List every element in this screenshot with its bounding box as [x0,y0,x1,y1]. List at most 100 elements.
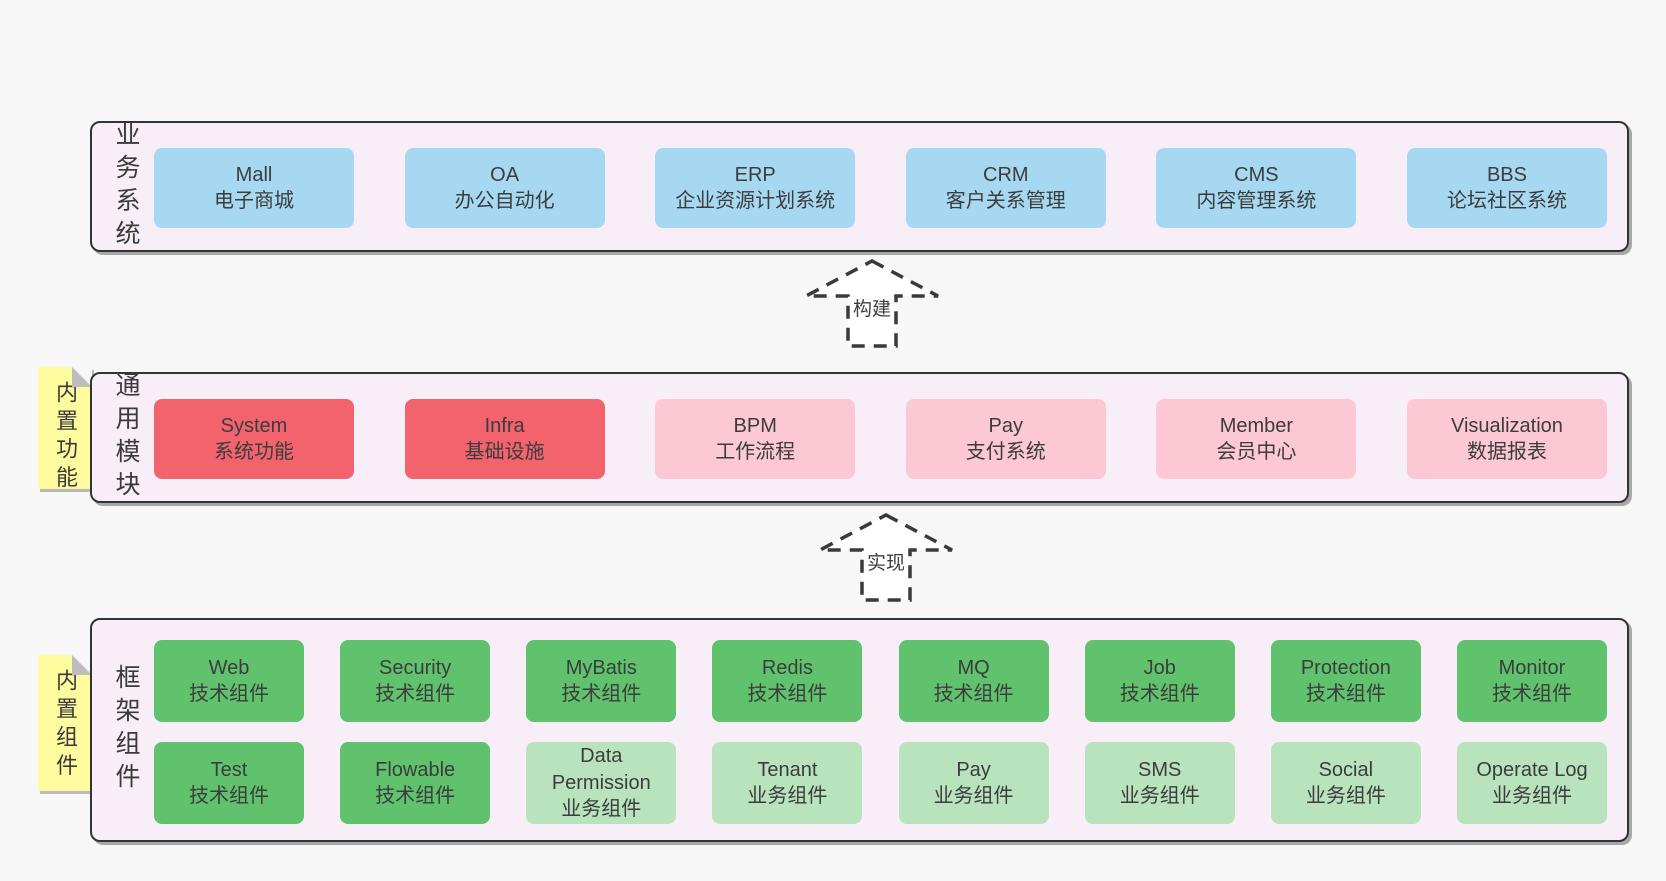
node-subtitle: 业务组件 [747,785,828,807]
node-subtitle: 技术组件 [561,683,642,705]
node-title: CRM [983,163,1029,186]
node-subtitle: 支付系统 [965,441,1046,463]
node-subtitle: 电子商城 [214,190,294,212]
node-bpm: BPM 工作流程 [655,399,856,479]
node-erp: ERP 企业资源计划系统 [655,148,856,228]
node-monitor: Monitor 技术组件 [1456,640,1607,722]
node-title: Data Permission [551,745,651,794]
node-subtitle: 基础设施 [464,441,545,463]
node-title: OA [490,163,520,186]
node-title: Security [379,656,452,679]
node-title: Visualization [1451,414,1563,437]
node-pay-biz: Pay 业务组件 [898,742,1049,824]
folded-corner-icon [72,655,92,675]
node-security: Security 技术组件 [340,640,491,722]
node-web: Web 技术组件 [154,640,304,722]
node-subtitle: 论坛社区系统 [1446,190,1567,212]
node-subtitle: 业务组件 [1491,785,1572,807]
node-bbs: BBS 论坛社区系统 [1406,148,1607,228]
node-title: Pay [956,758,991,781]
node-title: Pay [988,414,1024,437]
node-title: Tenant [757,758,818,781]
node-system: System 系统功能 [154,399,354,479]
sticky-note-built-in-features: 内置功能 [38,367,92,494]
node-mall: Mall 电子商城 [154,148,354,228]
node-subtitle: 技术组件 [933,683,1014,705]
node-title: Mall [235,163,273,186]
up-arrow-implement: 实现 [816,512,956,604]
section-side-label: 框架组件 [112,664,140,796]
section-side-label: 通用模块 [112,371,140,504]
node-title: Test [210,758,248,781]
node-sms: SMS 业务组件 [1084,742,1235,824]
node-subtitle: 技术组件 [375,785,456,807]
node-subtitle: 技术组件 [1491,683,1572,705]
node-title: Web [208,656,250,679]
node-redis: Redis 技术组件 [712,640,863,722]
sticky-label: 内置组件 [53,669,78,782]
node-title: Operate Log [1476,758,1588,781]
node-row: Mall 电子商城 OA 办公自动化 ERP 企业资源计划系统 CRM 客户关系… [154,148,1607,228]
node-subtitle: 技术组件 [189,785,269,807]
folded-corner-icon [72,367,92,387]
node-title: Job [1143,656,1176,679]
sticky-note-built-in-components: 内置组件 [38,655,92,791]
node-visualization: Visualization 数据报表 [1406,399,1607,479]
node-title: Redis [761,656,813,679]
node-mq: MQ 技术组件 [898,640,1049,722]
node-subtitle: 内容管理系统 [1196,190,1317,212]
arrow-label: 构建 [849,294,895,321]
node-subtitle: 技术组件 [189,683,269,705]
node-title: BBS [1486,163,1527,186]
node-title: BPM [733,414,777,437]
node-subtitle: 技术组件 [375,683,456,705]
node-operate-log: Operate Log 业务组件 [1456,742,1607,824]
node-protection: Protection 技术组件 [1270,640,1421,722]
node-flowable: Flowable 技术组件 [340,742,491,824]
node-subtitle: 技术组件 [1305,683,1386,705]
node-title: CMS [1234,163,1279,186]
up-arrow-build: 构建 [802,258,942,350]
node-subtitle: 业务组件 [561,798,642,821]
node-subtitle: 业务组件 [1305,785,1386,807]
node-title: MyBatis [565,656,637,679]
node-crm: CRM 客户关系管理 [905,148,1106,228]
node-test: Test 技术组件 [154,742,304,824]
section-side-label: 业务系统 [112,120,140,253]
arrow-label: 实现 [863,548,909,575]
node-title: Social [1318,758,1374,781]
node-title: SMS [1138,758,1182,781]
sticky-label: 内置功能 [53,381,78,494]
node-title: Protection [1300,656,1391,679]
node-job: Job 技术组件 [1084,640,1235,722]
node-subtitle: 技术组件 [747,683,828,705]
node-title: System [220,414,288,437]
node-title: Flowable [375,758,456,781]
node-cms: CMS 内容管理系统 [1156,148,1357,228]
node-subtitle: 技术组件 [1119,683,1200,705]
node-title: Monitor [1498,656,1566,679]
node-infra: Infra 基础设施 [404,399,605,479]
node-row: Web 技术组件 Security 技术组件 MyBatis 技术组件 Redi… [154,640,1607,722]
node-oa: OA 办公自动化 [404,148,605,228]
node-subtitle: 业务组件 [1119,785,1200,807]
node-row: System 系统功能 Infra 基础设施 BPM 工作流程 Pay 支付系统… [154,399,1607,479]
node-subtitle: 客户关系管理 [945,190,1066,212]
node-member: Member 会员中心 [1156,399,1357,479]
node-data-permission: Data Permission 业务组件 [526,742,677,824]
node-subtitle: 工作流程 [715,441,796,463]
node-subtitle: 系统功能 [214,441,294,463]
node-pay: Pay 支付系统 [905,399,1106,479]
node-title: Member [1219,414,1294,437]
section-common-modules: 通用模块 System 系统功能 Infra 基础设施 BPM 工作流程 Pay… [90,371,1629,504]
node-row: Test 技术组件 Flowable 技术组件 Data Permission … [154,742,1607,824]
node-social: Social 业务组件 [1270,742,1421,824]
node-title: MQ [957,656,990,679]
node-subtitle: 企业资源计划系统 [675,190,836,212]
node-subtitle: 业务组件 [933,785,1014,807]
node-title: Infra [484,414,525,437]
node-subtitle: 会员中心 [1216,441,1297,463]
node-tenant: Tenant 业务组件 [712,742,863,824]
node-title: ERP [734,163,776,186]
